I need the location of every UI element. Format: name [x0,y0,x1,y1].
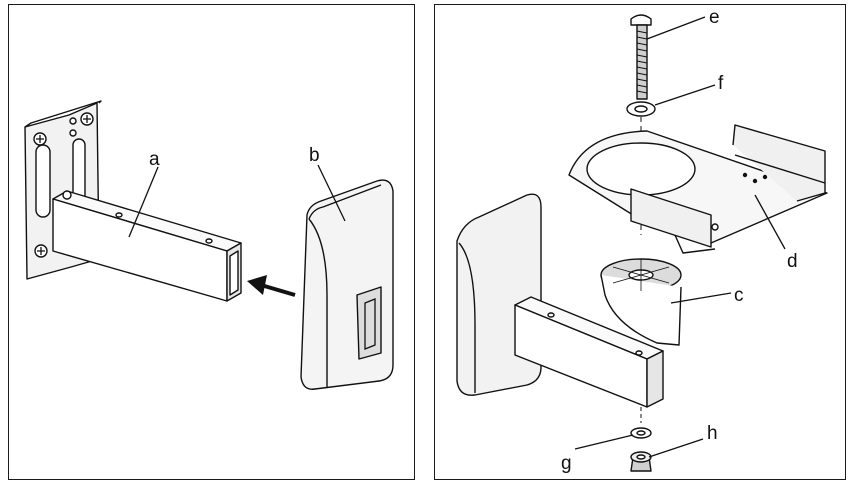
cover-b [300,179,394,390]
leader-f [654,84,716,106]
left-diagram: a b [24,100,394,390]
label-h: h [707,423,718,444]
label-f: f [718,73,724,94]
leader-b [317,164,346,222]
washer-g [630,427,652,439]
washer-f [626,101,656,117]
leader-h [648,438,704,458]
wall-arm [456,193,664,408]
label-g: g [561,453,572,474]
mounting-plate-d [568,124,828,254]
right-panel: e f d c g h [434,4,846,480]
swivel-c [600,258,682,346]
nut-h [630,451,652,472]
label-a: a [149,149,160,170]
plate-slot-right [72,138,86,202]
leader-g [574,434,634,450]
label-d: d [787,251,798,272]
right-diagram: e f d c g h [456,7,828,474]
plate-slot-left [35,144,51,218]
cover-slot [356,286,382,360]
wall-plate [24,100,102,280]
leader-c [670,292,732,304]
leader-e [646,16,706,40]
leader-d [754,194,786,250]
label-b: b [309,145,320,166]
left-panel: a b [8,4,415,480]
insert-arrow [247,275,296,297]
arm-a [52,190,242,302]
label-c: c [734,285,744,306]
leader-a [128,166,159,238]
bolt-e [630,14,652,100]
label-e: e [709,7,720,28]
